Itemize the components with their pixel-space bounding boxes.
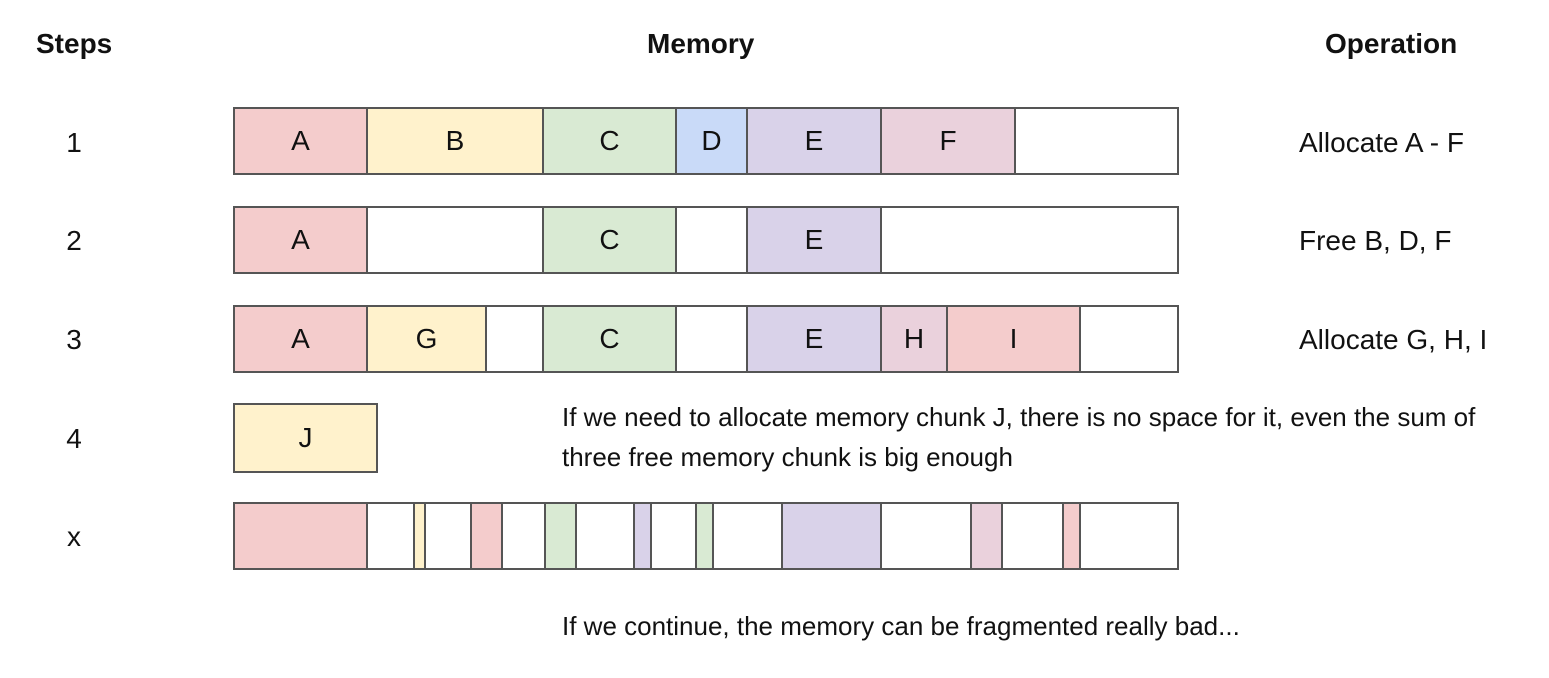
step-label-2: 2 [66, 225, 82, 256]
memory-bar-step-2: A C E [233, 206, 1179, 274]
fragmentation-note: If we continue, the memory can be fragme… [562, 611, 1240, 641]
fragment-block [970, 504, 1003, 568]
memory-block-i: I [948, 307, 1081, 371]
memory-block-c: C [544, 109, 677, 173]
memory-header: Memory [647, 28, 755, 59]
fragment-block [544, 504, 577, 568]
memory-block-e: E [748, 307, 882, 371]
memory-block-a: A [235, 307, 368, 371]
memory-block-c: C [544, 307, 677, 371]
memory-bar-step-3: A G C E H I [233, 305, 1179, 373]
fragment-block [633, 504, 652, 568]
fragment-block [781, 504, 882, 568]
memory-bar-fragmented [233, 502, 1179, 570]
free-chunk [487, 307, 544, 371]
fragment-block [235, 504, 368, 568]
operation-label-1: Allocate A - F [1299, 127, 1464, 158]
fragment-block [413, 504, 426, 568]
memory-block-e: E [748, 109, 882, 173]
step-label-1: 1 [66, 127, 82, 158]
memory-block-a: A [235, 208, 368, 272]
memory-block-d: D [677, 109, 748, 173]
no-space-note: If we need to allocate memory chunk J, t… [562, 402, 1476, 472]
operation-label-3: Allocate G, H, I [1299, 324, 1488, 355]
memory-block-g: G [368, 307, 487, 371]
memory-bar-step-1: A B C D E F [233, 107, 1179, 175]
operation-label-2: Free B, D, F [1299, 225, 1452, 256]
free-chunk [677, 208, 748, 272]
memory-block-f: F [882, 109, 1016, 173]
steps-header: Steps [36, 28, 113, 59]
memory-block-a: A [235, 109, 368, 173]
memory-block-c: C [544, 208, 677, 272]
free-chunk [368, 208, 544, 272]
step-label-4: 4 [66, 423, 82, 454]
memory-block-e: E [748, 208, 882, 272]
memory-chunk-j: J [233, 403, 378, 473]
step-label-3: 3 [66, 324, 82, 355]
memory-block-b: B [368, 109, 544, 173]
free-chunk [677, 307, 748, 371]
fragment-block [470, 504, 503, 568]
memory-block-h: H [882, 307, 948, 371]
fragment-block [695, 504, 714, 568]
operation-header: Operation [1325, 28, 1458, 59]
step-label-x: x [67, 521, 81, 552]
fragment-block [1062, 504, 1081, 568]
